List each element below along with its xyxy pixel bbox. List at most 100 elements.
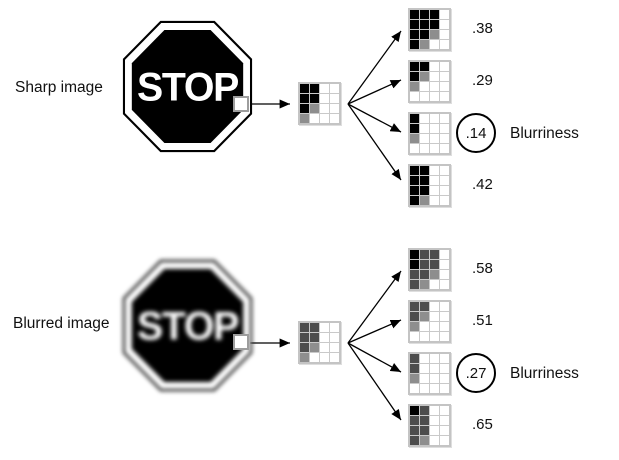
grid-cell [420, 354, 429, 363]
grid-cell [300, 323, 309, 332]
grid-cell [310, 353, 319, 362]
grid-cell [330, 94, 339, 103]
fan-arrow [347, 79, 402, 105]
grid-cell [410, 260, 419, 269]
grid-cell [420, 436, 429, 445]
grid-cell [440, 144, 449, 153]
grid-cell [440, 332, 449, 341]
grid-cell [420, 384, 429, 393]
grid-cell [420, 72, 429, 81]
grid-cell [430, 72, 439, 81]
grid-cell [410, 416, 419, 425]
grid-cell [420, 82, 429, 91]
fan-arrow [347, 319, 402, 344]
grid-cell [430, 10, 439, 19]
octagon-face [131, 268, 244, 383]
candidate-value: .65 [472, 416, 493, 433]
grid-cell [440, 384, 449, 393]
grid-cell [430, 426, 439, 435]
grid-cell [410, 354, 419, 363]
grid-cell [410, 436, 419, 445]
grid-cell [440, 260, 449, 269]
grid-cell [420, 144, 429, 153]
grid-cell [430, 332, 439, 341]
grid-cell [320, 114, 329, 123]
grid-cell [330, 104, 339, 113]
grid-cell [420, 260, 429, 269]
grid-cell [410, 374, 419, 383]
grid-cell [310, 343, 319, 352]
stop-sign-sharp: STOP [122, 20, 253, 153]
grid-cell [320, 84, 329, 93]
stop-sign-text: STOP [137, 304, 239, 348]
grid-cell [310, 94, 319, 103]
candidate-grid [408, 352, 451, 395]
stop-sign-blurred: STOP [122, 259, 253, 392]
grid-cell [300, 353, 309, 362]
grid-cell [420, 332, 429, 341]
grid-cell [440, 322, 449, 331]
candidate-value: .38 [472, 20, 493, 37]
grid-cell [410, 10, 419, 19]
grid-cell [430, 114, 439, 123]
grid-cell [430, 354, 439, 363]
patch-grid [298, 321, 341, 364]
grid-cell [440, 20, 449, 29]
blurriness-circle: .27 [456, 353, 496, 393]
grid-cell [320, 333, 329, 342]
candidate-value: .14 [465, 124, 487, 142]
grid-cell [410, 30, 419, 39]
grid-cell [410, 176, 419, 185]
grid-cell [300, 84, 309, 93]
fan-arrow [347, 103, 402, 181]
grid-cell [430, 82, 439, 91]
grid-cell [300, 343, 309, 352]
grid-cell [430, 280, 439, 289]
grid-cell [440, 186, 449, 195]
grid-cell [330, 343, 339, 352]
grid-cell [410, 312, 419, 321]
grid-cell [420, 166, 429, 175]
grid-cell [420, 270, 429, 279]
grid-cell [410, 364, 419, 373]
grid-cell [440, 374, 449, 383]
grid-cell [430, 30, 439, 39]
grid-cell [300, 104, 309, 113]
patch-grid [298, 82, 341, 125]
grid-cell [300, 333, 309, 342]
grid-cell [410, 322, 419, 331]
grid-cell [410, 166, 419, 175]
grid-cell [430, 374, 439, 383]
grid-cell [310, 333, 319, 342]
grid-cell [440, 92, 449, 101]
grid-cell [410, 302, 419, 311]
grid-cell [320, 343, 329, 352]
grid-cell [420, 196, 429, 205]
grid-cell [440, 124, 449, 133]
grid-cell [440, 62, 449, 71]
grid-cell [410, 406, 419, 415]
grid-cell [420, 92, 429, 101]
candidate-grid [408, 60, 451, 103]
grid-cell [410, 92, 419, 101]
grid-cell [310, 323, 319, 332]
section-label-blurred: Blurred image [13, 315, 110, 332]
fan-arrow [347, 270, 402, 344]
blurriness-label: Blurriness [510, 365, 579, 382]
grid-cell [410, 20, 419, 29]
grid-cell [440, 10, 449, 19]
grid-cell [430, 384, 439, 393]
grid-cell [420, 426, 429, 435]
grid-cell [440, 302, 449, 311]
grid-cell [440, 280, 449, 289]
grid-cell [440, 426, 449, 435]
grid-cell [410, 72, 419, 81]
grid-cell [430, 364, 439, 373]
grid-cell [420, 124, 429, 133]
grid-cell [430, 436, 439, 445]
grid-cell [410, 270, 419, 279]
candidate-value: .42 [472, 176, 493, 193]
candidate-grid [408, 404, 451, 447]
grid-cell [440, 72, 449, 81]
